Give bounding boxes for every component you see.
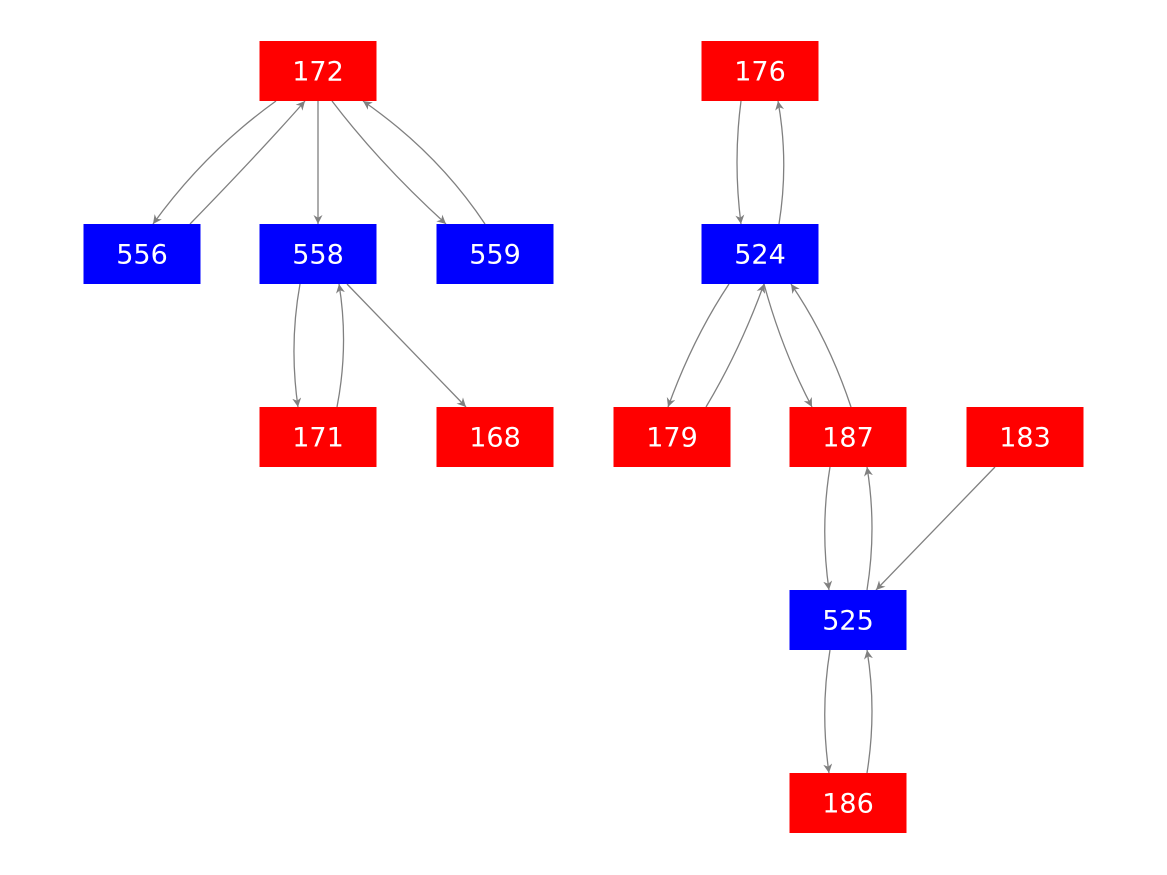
node-box	[259, 224, 377, 284]
edge-524-to-179	[666, 283, 730, 408]
edge-179-to-524	[705, 283, 766, 408]
node-box	[701, 41, 819, 101]
edge-172-to-556	[152, 100, 277, 225]
node-box	[259, 41, 377, 101]
edge-525-to-187	[864, 466, 873, 591]
node-label: 168	[469, 423, 521, 454]
edge-171-to-558	[336, 283, 345, 408]
node-556: 556	[83, 224, 201, 284]
edge-172-to-559	[331, 100, 447, 225]
node-box	[789, 407, 907, 467]
edge-556-to-172	[189, 100, 306, 225]
node-559: 559	[436, 224, 554, 284]
edge-524-to-176	[775, 100, 785, 225]
node-187: 187	[789, 407, 907, 467]
node-label: 179	[646, 423, 698, 454]
node-179: 179	[613, 407, 731, 467]
node-label: 172	[292, 57, 344, 88]
node-label: 556	[116, 240, 168, 271]
edge-558-to-168	[346, 283, 467, 408]
edge-558-to-171	[292, 283, 302, 408]
node-box	[789, 773, 907, 833]
edge-187-to-524	[790, 283, 852, 408]
node-label: 186	[822, 789, 874, 820]
node-label: 176	[734, 57, 786, 88]
node-186: 186	[789, 773, 907, 833]
node-525: 525	[789, 590, 907, 650]
edge-524-to-187	[763, 283, 813, 408]
edge-559-to-172	[362, 100, 486, 225]
edge-525-to-186	[823, 649, 833, 774]
node-box	[701, 224, 819, 284]
node-176: 176	[701, 41, 819, 101]
nodes-layer: 172 556 558 559 171 168 176 524 179 187 183 525 186	[83, 41, 1084, 833]
node-box	[613, 407, 731, 467]
node-box	[83, 224, 201, 284]
node-box	[436, 407, 554, 467]
node-box	[436, 224, 554, 284]
node-171: 171	[259, 407, 377, 467]
node-box	[789, 590, 907, 650]
node-172: 172	[259, 41, 377, 101]
node-box	[966, 407, 1084, 467]
node-524: 524	[701, 224, 819, 284]
node-label: 525	[822, 606, 874, 637]
edge-176-to-524	[735, 100, 745, 225]
node-label: 524	[734, 240, 786, 271]
edge-186-to-525	[864, 649, 873, 774]
node-168: 168	[436, 407, 554, 467]
node-label: 187	[822, 423, 874, 454]
edge-183-to-525	[875, 466, 996, 591]
node-183: 183	[966, 407, 1084, 467]
edge-187-to-525	[823, 466, 833, 591]
edges-layer	[152, 100, 996, 774]
node-558: 558	[259, 224, 377, 284]
node-label: 559	[469, 240, 521, 271]
node-label: 183	[999, 423, 1051, 454]
node-box	[259, 407, 377, 467]
node-label: 171	[292, 423, 344, 454]
node-label: 558	[292, 240, 344, 271]
